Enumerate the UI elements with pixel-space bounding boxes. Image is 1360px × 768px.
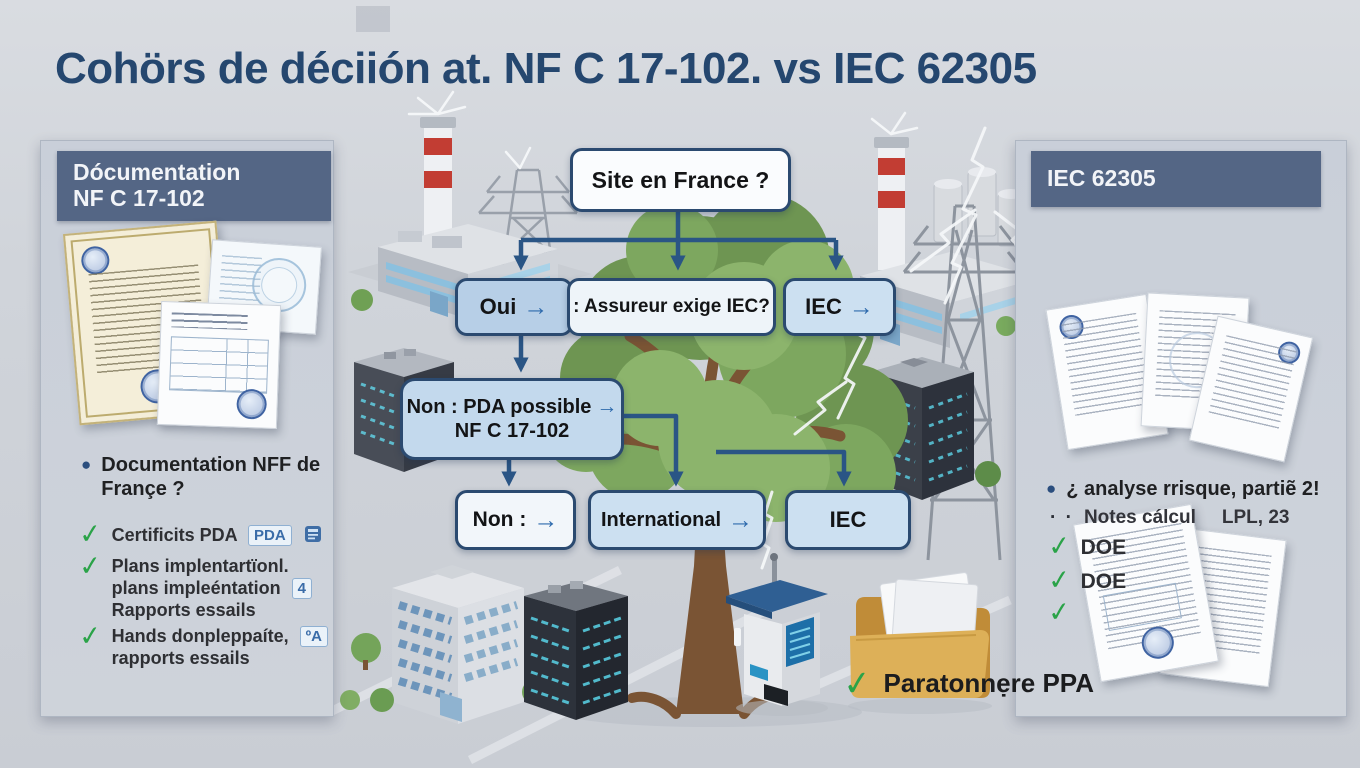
dots-icon: · · bbox=[1050, 507, 1074, 528]
page-title: Cohörs de déciión at. NF C 17-102. vs IE… bbox=[55, 44, 1037, 93]
notes-label: Notes cálcul bbox=[1083, 507, 1196, 528]
checklist-item-label: Plans implentartïonl. bbox=[111, 556, 289, 576]
flow-node-label: Site en France ? bbox=[591, 166, 770, 193]
left-panel-title-line2: NF C 17-102 bbox=[73, 184, 205, 211]
flow-node-label: Oui bbox=[479, 294, 517, 319]
paratonnerre-label: Paratonnẹre PPA bbox=[883, 668, 1094, 698]
flow-node-international: International → bbox=[588, 490, 766, 550]
checklist-item-plans: ✓ Plans implentartïonl. plans impleéntat… bbox=[77, 550, 313, 621]
arrow-right-icon: → bbox=[728, 505, 753, 534]
folder-illustration bbox=[848, 572, 992, 714]
check-icon: ✓ bbox=[841, 663, 874, 704]
flow-node-label: Non : PDA possible bbox=[406, 396, 592, 418]
pda-badge: PDA bbox=[248, 525, 292, 546]
paratonnerre-row: ✓ Paratonnẹre PPA bbox=[841, 663, 1094, 704]
left-panel: Dócumentation NF C 17-102 ● Documentatio… bbox=[40, 140, 334, 717]
flow-node-label: : Assureur exige IEC? bbox=[573, 296, 770, 317]
checklist-item-certificats: ✓ Certificits PDA PDA bbox=[77, 518, 324, 550]
left-panel-header: Dócumentation NF C 17-102 bbox=[57, 151, 331, 221]
bullet-icon: ● bbox=[1046, 479, 1057, 498]
keyboard-badge: ºA bbox=[299, 626, 328, 647]
flow-node-label: International bbox=[600, 508, 721, 531]
printer-icon bbox=[302, 523, 324, 550]
flow-node-label: IEC bbox=[829, 507, 867, 532]
arrow-right-icon: → bbox=[523, 292, 549, 321]
right-panel-header: IEC 62305 bbox=[1031, 151, 1321, 207]
right-panel: IEC 62305 ● ¿ analyse rrisque, partiẽ 2!… bbox=[1015, 140, 1347, 717]
right-question-label: ¿ analyse rrisque, partiẽ 2! bbox=[1066, 478, 1320, 500]
checklist-item-label: rapports essails bbox=[111, 648, 250, 668]
checklist-item-label: Rapports essails bbox=[111, 600, 256, 620]
right-question: ● ¿ analyse rrisque, partiẽ 2! bbox=[1046, 477, 1320, 501]
notes-calcul-row: · · Notes cálcul LPL, 23 bbox=[1050, 507, 1289, 529]
checklist-item-label: DOE bbox=[1080, 536, 1127, 559]
checklist-item-label: Hands donpleppaíte, bbox=[111, 626, 289, 646]
flow-node-non: Non : → bbox=[455, 490, 576, 550]
flow-node-iec-top: IEC → bbox=[783, 278, 896, 336]
checklist-item-label: Certificits PDA bbox=[111, 525, 237, 545]
arrow-right-icon: → bbox=[596, 395, 618, 418]
checklist-item-label: DOE bbox=[1080, 570, 1127, 593]
checklist-item-rapports: ✓ Hands donpleppaíte, ºA rapports essail… bbox=[77, 620, 328, 669]
left-question: ● Documentation NFF de Françe ? bbox=[81, 453, 320, 501]
checklist-item-doe: ✓ DOE bbox=[1046, 530, 1127, 562]
flow-node-pda-possible: Non : PDA possible → NF C 17-102 bbox=[400, 378, 624, 460]
left-panel-title-line1: Dócumentation bbox=[73, 159, 241, 185]
bullet-icon: ● bbox=[81, 455, 92, 474]
flow-node-label: Non : bbox=[472, 508, 527, 531]
server-building-illustration bbox=[524, 581, 628, 720]
checklist-item-doe: ✓ DOE bbox=[1046, 564, 1127, 596]
flow-node-iec-bottom: IEC bbox=[785, 490, 911, 550]
arrow-right-icon: → bbox=[848, 292, 874, 321]
count-badge: 4 bbox=[291, 578, 313, 599]
left-question-line1: Documentation NFF de bbox=[101, 454, 321, 476]
flow-node-site-en-france: Site en France ? bbox=[570, 148, 791, 212]
flow-node-label: IEC bbox=[805, 294, 842, 319]
kiosk-machine-illustration bbox=[726, 553, 828, 716]
flow-node-label: NF C 17-102 bbox=[454, 420, 570, 442]
left-question-line2: Françe ? bbox=[101, 478, 185, 500]
notes-ref: LPL, 23 bbox=[1221, 507, 1290, 528]
right-panel-title: IEC 62305 bbox=[1047, 165, 1156, 191]
flow-node-oui: Oui → bbox=[455, 278, 573, 336]
flow-node-assureur-exige-iec: : Assureur exige IEC? bbox=[567, 278, 776, 336]
checklist-item-label: plans impleéntation bbox=[111, 578, 281, 598]
arrow-right-icon: → bbox=[533, 505, 559, 534]
